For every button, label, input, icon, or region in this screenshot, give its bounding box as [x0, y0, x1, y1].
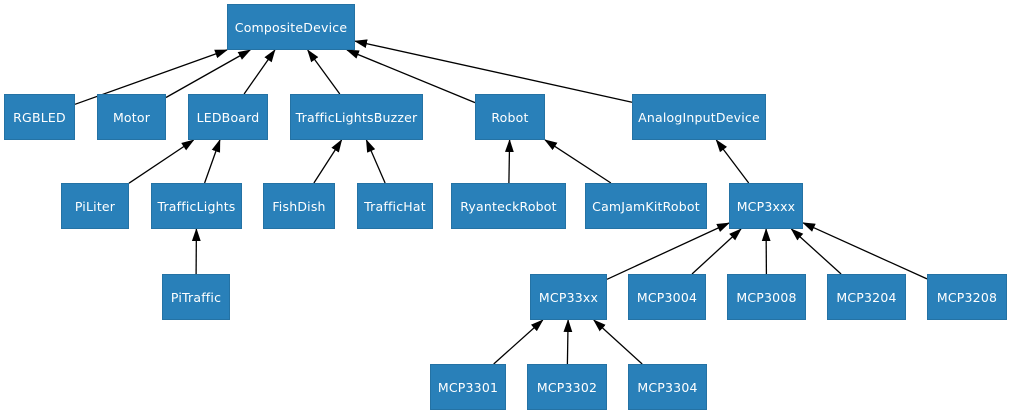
- class-node-label: PiTraffic: [170, 289, 222, 305]
- class-node-mcp3004[interactable]: MCP3004: [628, 274, 706, 320]
- class-node-ryanteckrobot[interactable]: RyanteckRobot: [451, 183, 566, 229]
- class-node-mcp3304[interactable]: MCP3304: [628, 364, 707, 410]
- class-node-fishdish[interactable]: FishDish: [263, 183, 335, 229]
- class-node-mcp3208[interactable]: MCP3208: [927, 274, 1007, 320]
- inheritance-edge-mcp3204-to-mcp3xxx: [790, 228, 842, 275]
- inheritance-edge-traffichat-to-trafficlightsbuzzer: [365, 139, 386, 184]
- class-node-mcp3302[interactable]: MCP3302: [527, 364, 607, 410]
- inheritance-edge-analoginputdevice-to-compositedevice: [354, 39, 633, 103]
- class-node-label: Motor: [112, 109, 151, 125]
- class-node-ledboard[interactable]: LEDBoard: [188, 94, 268, 140]
- class-node-pitraffic[interactable]: PiTraffic: [162, 274, 230, 320]
- inheritance-edge-mcp3004-to-mcp3xxx: [691, 228, 742, 275]
- class-node-label: RGBLED: [13, 109, 66, 125]
- inheritance-edge-mcp3xxx-to-analoginputdevice: [715, 139, 750, 184]
- inheritance-edge-trafficlightsbuzzer-to-compositedevice: [307, 49, 341, 95]
- class-node-piliter[interactable]: PiLiter: [61, 183, 129, 229]
- class-node-mcp3xxx[interactable]: MCP3xxx: [729, 183, 803, 229]
- class-node-label: TrafficHat: [364, 198, 426, 214]
- class-node-label: MCP3304: [637, 379, 698, 395]
- inheritance-edge-trafficlights-to-ledboard: [203, 139, 221, 184]
- inheritance-edge-mcp3208-to-mcp3xxx: [802, 222, 928, 280]
- class-node-label: FishDish: [272, 198, 326, 214]
- class-node-mcp3008[interactable]: MCP3008: [727, 274, 806, 320]
- class-node-camjamkitrobot[interactable]: CamJamKitRobot: [585, 183, 707, 229]
- inheritance-edge-piliter-to-ledboard: [128, 139, 195, 184]
- inheritance-edge-camjamkitrobot-to-robot: [544, 139, 612, 184]
- class-node-traffichat[interactable]: TrafficHat: [357, 183, 433, 229]
- class-node-trafficlightsbuzzer[interactable]: TrafficLightsBuzzer: [290, 94, 423, 140]
- inheritance-edge-mcp33xx-to-mcp3xxx: [606, 222, 730, 280]
- class-node-motor[interactable]: Motor: [97, 94, 166, 140]
- class-node-mcp3204[interactable]: MCP3204: [827, 274, 906, 320]
- class-node-compositedevice[interactable]: CompositeDevice: [227, 4, 355, 50]
- class-node-rgbled[interactable]: RGBLED: [4, 94, 75, 140]
- class-node-label: MCP3208: [936, 289, 998, 305]
- class-node-label: MCP3204: [836, 289, 897, 305]
- class-node-mcp33xx[interactable]: MCP33xx: [530, 274, 607, 320]
- class-node-analoginputdevice[interactable]: AnalogInputDevice: [632, 94, 766, 140]
- class-node-label: AnalogInputDevice: [638, 109, 760, 125]
- class-node-label: MCP3xxx: [736, 198, 796, 214]
- class-node-trafficlights[interactable]: TrafficLights: [151, 183, 242, 229]
- class-node-mcp3301[interactable]: MCP3301: [430, 364, 506, 410]
- inheritance-edge-motor-to-compositedevice: [165, 49, 252, 99]
- inheritance-edge-ryanteckrobot-to-robot: [505, 139, 514, 184]
- class-node-label: CompositeDevice: [234, 19, 348, 35]
- class-node-robot[interactable]: Robot: [475, 94, 545, 140]
- class-node-label: TrafficLightsBuzzer: [295, 109, 418, 125]
- class-node-label: RyanteckRobot: [460, 198, 557, 214]
- inheritance-edge-mcp3302-to-mcp33xx: [563, 319, 573, 365]
- class-node-label: TrafficLights: [157, 198, 236, 214]
- class-node-label: PiLiter: [74, 198, 116, 214]
- inheritance-edge-robot-to-compositedevice: [346, 49, 476, 104]
- class-node-label: MCP3008: [736, 289, 797, 305]
- class-node-label: LEDBoard: [196, 109, 260, 125]
- class-node-label: MCP3302: [536, 379, 598, 395]
- class-node-label: MCP3301: [437, 379, 499, 395]
- class-node-label: MCP33xx: [538, 289, 599, 305]
- inheritance-edge-mcp3301-to-mcp33xx: [493, 319, 544, 365]
- inheritance-edge-mcp3304-to-mcp33xx: [593, 319, 643, 365]
- inheritance-edge-ledboard-to-compositedevice: [243, 49, 276, 95]
- class-node-label: MCP3004: [636, 289, 698, 305]
- class-node-label: CamJamKitRobot: [592, 198, 700, 214]
- inheritance-edge-fishdish-to-trafficlightsbuzzer: [313, 139, 343, 184]
- class-node-label: Robot: [491, 109, 529, 125]
